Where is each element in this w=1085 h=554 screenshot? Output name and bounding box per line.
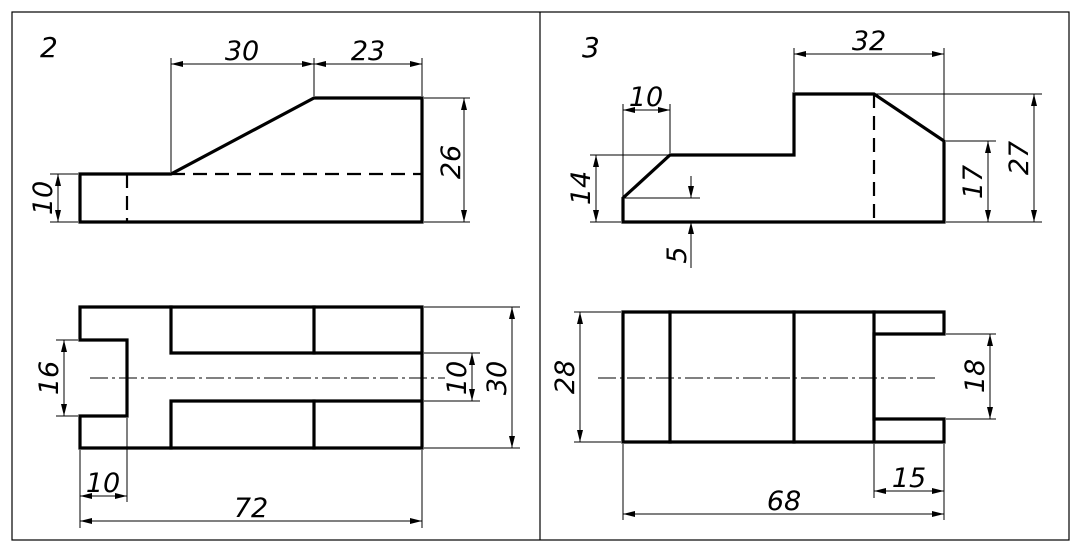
dim-total-depth: 30 (482, 361, 513, 395)
dim-slope-width: 30 (225, 36, 259, 67)
front-view-outline (621, 92, 946, 224)
dim-total-height: 27 (1004, 141, 1035, 175)
dim-base-height: 10 (28, 181, 59, 215)
dim-left-height: 14 (566, 171, 597, 205)
upper-rib-edge (169, 305, 424, 355)
dim-top-width: 23 (351, 36, 385, 67)
dim-right-height: 17 (958, 165, 989, 199)
dim-rib-gap: 10 (442, 361, 473, 395)
drawing-2-number: 2 (40, 31, 58, 64)
dim-total-length: 68 (767, 486, 801, 517)
lower-rib-edge (169, 399, 424, 450)
dim-slot-width: 16 (34, 361, 65, 395)
front-view-outline (78, 96, 424, 224)
dim-total-length: 72 (234, 493, 268, 524)
drawing-3-front-view (621, 92, 946, 224)
dim-total-height: 26 (436, 145, 467, 179)
drawing-3-number: 3 (582, 31, 600, 64)
drawing-3: 3 32 10 (550, 26, 1042, 520)
drawing-2-top-view (78, 305, 445, 450)
drawing-2-dimensions: 30 23 26 10 16 10 (28, 36, 520, 528)
drawing-3-dimensions: 32 10 14 5 17 27 (550, 26, 1042, 520)
drawing-2: 2 30 23 (28, 31, 520, 528)
dim-slot-depth: 10 (86, 468, 120, 499)
dim-slot-width: 18 (960, 359, 991, 393)
dim-chamfer-height: 5 (662, 246, 693, 263)
dim-slot-depth: 15 (892, 463, 926, 494)
drawing-2-front-view (78, 96, 424, 224)
drawing-3-top-view (598, 310, 946, 444)
dim-top-width: 32 (852, 26, 886, 57)
dim-step-width: 10 (629, 82, 663, 113)
dim-total-depth: 28 (550, 360, 581, 394)
